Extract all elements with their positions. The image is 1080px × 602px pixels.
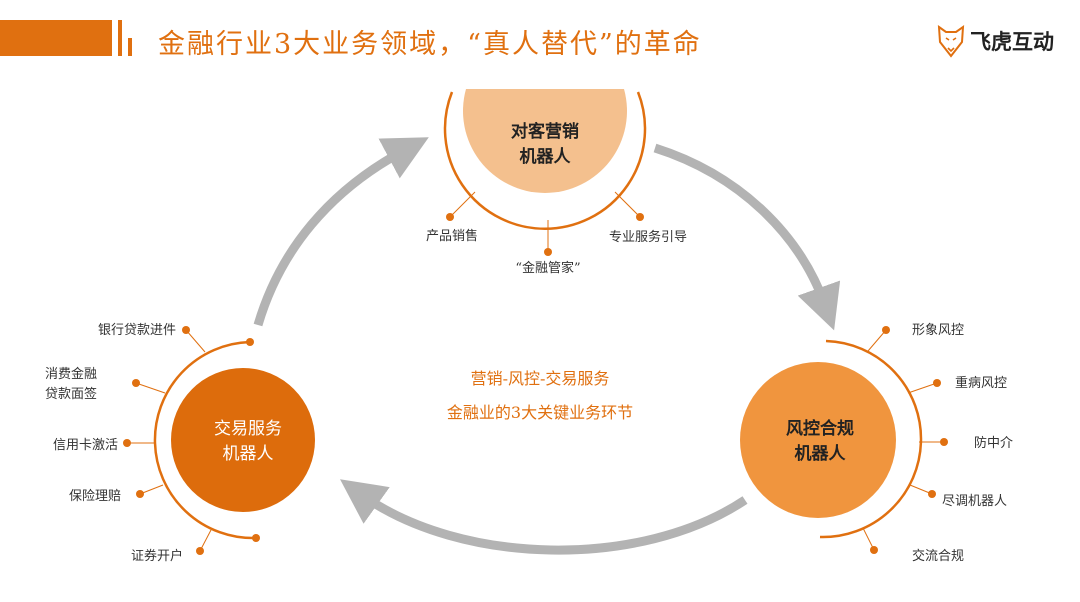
list-item: 交流合规 [912,548,964,564]
list-item: 产品销售 [426,228,478,244]
logo-text: 飞虎互动 [970,30,1054,54]
risk-subtitle: 机器人 [795,443,847,464]
marketing-title: 对客营销 [511,121,579,142]
cycle-arrow-bottom [340,479,748,555]
marketing-subtitle: 机器人 [520,146,572,167]
page-title: 金融行业3大业务领域，“真人替代”的革命 [158,29,702,60]
list-item: 保险理赔 [69,489,121,504]
list-item: 贷款面签 [45,386,97,402]
list-item: 重病风控 [955,375,1007,391]
risk-node: 风控合规 机器人 形象风控 重病风控 防中介 尽调机器人 交流合规 [740,323,1013,564]
center-text-line1: 营销-风控-交易服务 [471,369,610,388]
logo: 飞虎互动 [936,24,1054,58]
cycle-arrow-left [253,137,429,327]
trade-node: 交易服务 机器人 银行贷款进件 消费金融 贷款面签 信用卡激活 保险理赔 证券开… [45,323,315,564]
list-item: 信用卡激活 [53,438,118,453]
list-item: 证券开户 [131,548,183,564]
list-item: 消费金融 [45,366,97,382]
trade-title: 交易服务 [214,419,282,439]
list-item: 尽调机器人 [942,494,1007,509]
cycle-arrow-right [653,143,841,331]
list-item: 银行贷款进件 [98,323,176,338]
header-bar-thin [128,38,132,56]
list-item: 防中介 [974,435,1013,451]
header-bar [0,20,112,56]
risk-title: 风控合规 [786,418,854,439]
tiger-head-icon [937,24,965,58]
list-item: “金融管家” [515,260,580,276]
list-item: 专业服务引导 [609,229,687,245]
marketing-node: 对客营销 机器人 产品销售 “金融管家” 专业服务引导 [426,60,687,276]
list-item: 形象风控 [912,323,964,338]
center-text-line2: 金融业的3大关键业务环节 [447,403,633,422]
trade-subtitle: 机器人 [223,444,274,464]
header-bar-thin [118,20,122,56]
